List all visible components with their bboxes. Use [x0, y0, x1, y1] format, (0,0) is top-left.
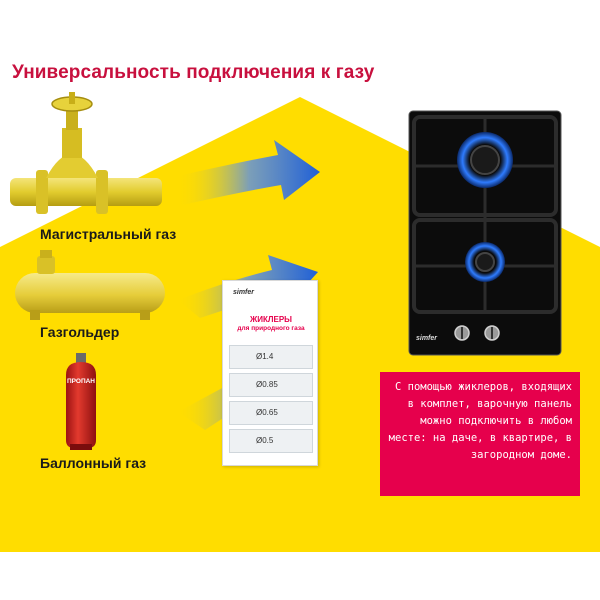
card-brand: simfer — [233, 289, 255, 296]
jet-row: Ø1.4 — [229, 345, 313, 369]
cylinder-label: ПРОПАН — [66, 378, 96, 385]
source-label-gas-holder: Газгольдер — [40, 324, 120, 340]
jet-size: Ø1.4 — [256, 352, 274, 361]
gas-tank-icon — [15, 250, 165, 320]
jet-size: Ø0.65 — [256, 408, 278, 417]
cooktop-brand: simfer — [416, 335, 438, 342]
jet-row: Ø0.65 — [229, 401, 313, 425]
card-subtitle: для природного газа — [237, 325, 305, 332]
card-title: ЖИКЛЕРЫ — [250, 315, 292, 324]
source-label-main-gas: Магистральный газ — [40, 226, 177, 242]
jet-row: Ø0.85 — [229, 373, 313, 397]
gas-valve-icon — [10, 92, 162, 214]
jets-card: simfer ЖИКЛЕРЫ для природного газа Ø1.4 … — [222, 280, 318, 466]
info-callout: С помощью жиклеров, входящих в комплет, … — [380, 372, 580, 496]
source-label-cylinder-gas: Баллонный газ — [40, 455, 147, 471]
jet-row: Ø0.5 — [229, 429, 313, 453]
jet-size: Ø0.5 — [256, 436, 274, 445]
jet-size: Ø0.85 — [256, 380, 278, 389]
arrow-top — [178, 140, 320, 206]
page-title: Универсальность подключения к газу — [12, 62, 375, 83]
gas-cylinder-icon — [66, 353, 96, 450]
cooktop-image — [408, 110, 562, 356]
